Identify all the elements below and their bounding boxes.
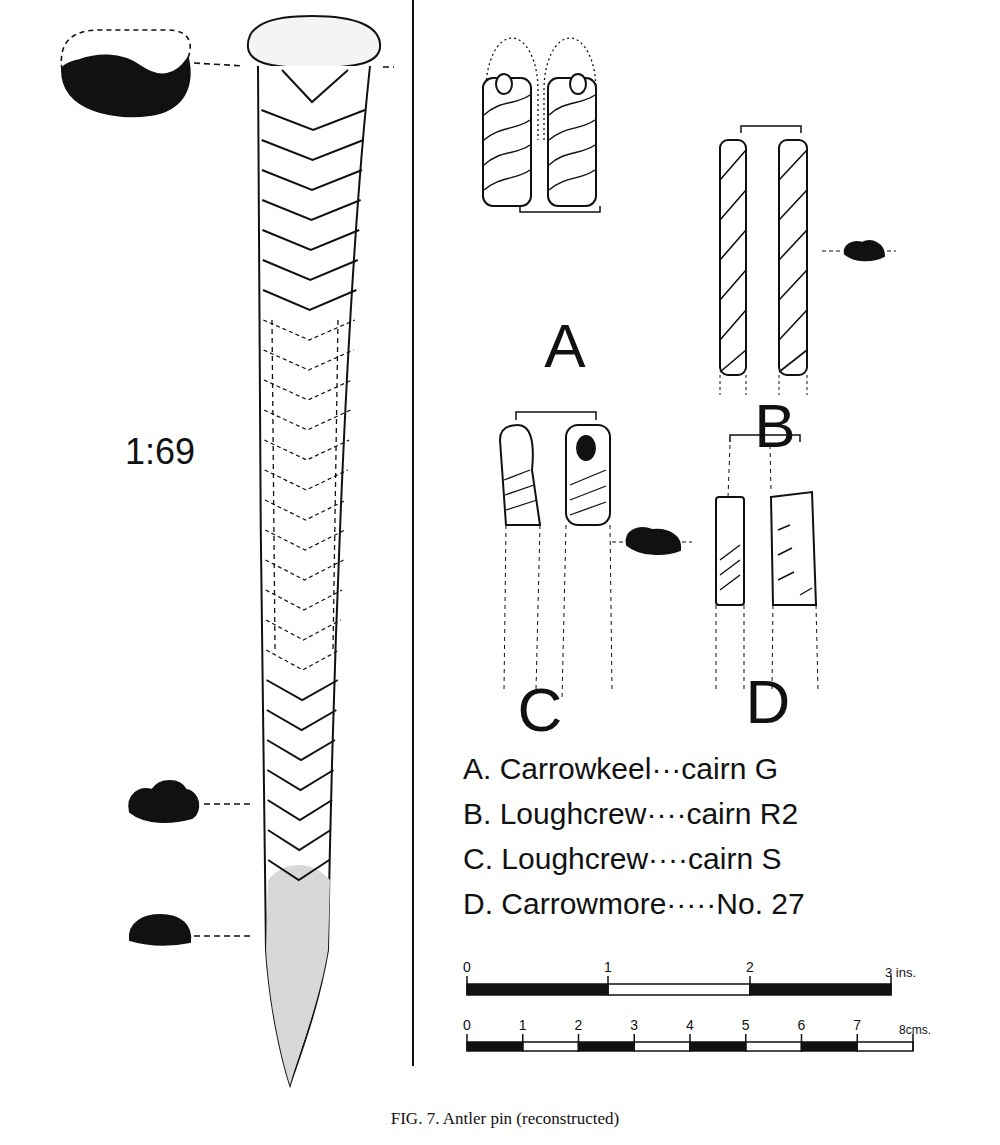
- scale-number: 0: [463, 960, 471, 975]
- cm-tick: [689, 1034, 691, 1051]
- scale-ratio: 1:69: [125, 432, 195, 472]
- cm-segment: [634, 1042, 690, 1051]
- chevron: [265, 500, 346, 520]
- head-mark: [282, 70, 348, 102]
- scale-number: 3: [630, 1018, 638, 1033]
- scale-number: 2: [575, 1018, 583, 1033]
- chevron: [266, 620, 341, 640]
- cm-tick: [801, 1034, 803, 1051]
- cm-segment: [690, 1042, 746, 1051]
- fragment-letter: A: [544, 312, 585, 380]
- scale-number: 2: [746, 960, 754, 975]
- chevron: [267, 680, 338, 700]
- inch-tick: [749, 976, 751, 995]
- scale-number: 7: [853, 1018, 861, 1033]
- chevron: [263, 320, 355, 340]
- scale-number: 1: [604, 960, 612, 975]
- chevron: [264, 380, 352, 400]
- chevron: [262, 140, 364, 160]
- cm-tick: [578, 1034, 580, 1051]
- scale-bar: [467, 976, 913, 1051]
- fragment-b: [720, 126, 896, 395]
- cm-segment: [467, 1042, 523, 1051]
- chevron: [267, 740, 335, 760]
- section-head-dashed: [61, 30, 190, 70]
- tip-stipple: [266, 865, 330, 1085]
- divider-line: [412, 0, 414, 1066]
- reconstruction-outline: [272, 320, 338, 650]
- fragment-a: [483, 38, 600, 212]
- section-low: [130, 915, 190, 945]
- key-entry: C. Loughcrew····cairn S: [463, 842, 781, 875]
- section-head: [62, 55, 190, 116]
- chevron: [263, 290, 356, 310]
- scale-number: 1: [519, 1018, 527, 1033]
- chevron: [264, 440, 349, 460]
- fragment-letter: C: [518, 676, 563, 744]
- chevron: [262, 170, 362, 190]
- fragment-c: [500, 412, 692, 700]
- section-leader: [194, 63, 394, 936]
- pin-shaft: [258, 66, 370, 1085]
- pin-head: [248, 16, 380, 68]
- scale-number: 5: [742, 1018, 750, 1033]
- chevron: [266, 650, 339, 670]
- fragment-letter: B: [754, 392, 795, 460]
- inch-segment: [467, 984, 608, 995]
- chevron: [268, 830, 331, 850]
- fragment-d: [716, 435, 818, 690]
- key-entry: D. Carrowmore·····No. 27: [463, 887, 805, 920]
- chevron: [263, 260, 358, 280]
- key-entry: A. Carrowkeel···cairn G: [463, 752, 778, 785]
- chevron: [265, 560, 343, 580]
- scale-number: 6: [798, 1018, 806, 1033]
- cm-tick: [745, 1034, 747, 1051]
- chevron: [267, 710, 337, 730]
- scale-unit: 8cms.: [899, 1024, 931, 1037]
- chevron: [261, 110, 365, 130]
- chevron: [262, 200, 360, 220]
- cm-segment: [523, 1042, 579, 1051]
- chevron: [265, 530, 345, 550]
- scale-number: 0: [463, 1018, 471, 1033]
- chevron: [264, 350, 354, 370]
- cm-tick: [634, 1034, 636, 1051]
- cm-segment: [857, 1042, 913, 1051]
- cm-tick: [857, 1034, 859, 1051]
- cm-tick: [466, 1034, 468, 1051]
- fragment-letter: D: [746, 668, 791, 736]
- inch-tick: [607, 976, 609, 995]
- scale-unit: 3 ins.: [885, 966, 916, 980]
- chevron: [264, 410, 351, 430]
- cm-tick: [522, 1034, 524, 1051]
- key-entry: B. Loughcrew····cairn R2: [463, 797, 798, 830]
- inch-tick: [466, 976, 468, 995]
- chevron: [267, 770, 333, 790]
- scale-number: 4: [686, 1018, 694, 1033]
- chevron: [266, 590, 342, 610]
- figure-caption: FIG. 7. Antler pin (reconstructed): [391, 1110, 620, 1129]
- cm-segment: [802, 1042, 858, 1051]
- chevron-pattern: [261, 110, 365, 880]
- cm-segment: [746, 1042, 802, 1051]
- section-mid: [129, 781, 198, 822]
- inch-segment: [750, 984, 891, 995]
- chevron: [268, 860, 329, 880]
- inch-segment: [608, 984, 750, 995]
- chevron: [265, 470, 348, 490]
- chevron: [268, 800, 332, 820]
- cm-segment: [579, 1042, 635, 1051]
- chevron: [262, 230, 359, 250]
